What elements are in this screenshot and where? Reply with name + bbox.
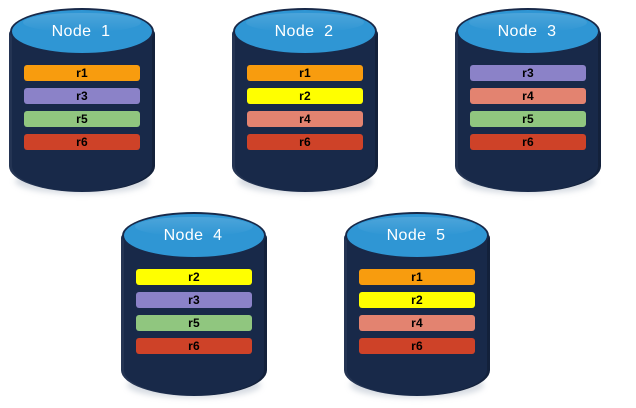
replica-bar[interactable]: r4 xyxy=(359,315,475,331)
replica-stack: r1 r3 r5 r6 xyxy=(24,65,140,150)
node-4[interactable]: Node 4 r2 r3 r5 r6 xyxy=(121,212,267,398)
replica-label: r3 xyxy=(188,293,200,307)
replica-bar[interactable]: r2 xyxy=(247,88,363,104)
replica-bar[interactable]: r1 xyxy=(247,65,363,81)
replica-stack: r2 r3 r5 r6 xyxy=(136,269,252,354)
replica-bar[interactable]: r5 xyxy=(470,111,586,127)
node-1[interactable]: Node 1 r1 r3 r5 r6 xyxy=(9,8,155,194)
cylinder-top-ellipse xyxy=(233,8,377,55)
cylinder-top-ellipse xyxy=(456,8,600,55)
node-label: Node 1 xyxy=(51,22,111,40)
replica-label: r6 xyxy=(76,135,88,149)
node-2[interactable]: Node 2 r1 r2 r4 r6 xyxy=(232,8,378,194)
replica-label: r3 xyxy=(76,89,88,103)
replica-bar[interactable]: r4 xyxy=(247,111,363,127)
replica-label: r5 xyxy=(522,112,534,126)
node-5[interactable]: Node 5 r1 r2 r4 r6 xyxy=(344,212,490,398)
replica-bar[interactable]: r6 xyxy=(24,134,140,150)
replica-stack: r1 r2 r4 r6 xyxy=(359,269,475,354)
replica-stack: r3 r4 r5 r6 xyxy=(470,65,586,150)
replica-stack: r1 r2 r4 r6 xyxy=(247,65,363,150)
replica-label: r1 xyxy=(76,66,88,80)
replica-bar[interactable]: r3 xyxy=(470,65,586,81)
node-label: Node 3 xyxy=(497,22,557,40)
replica-bar[interactable]: r5 xyxy=(136,315,252,331)
replica-label: r2 xyxy=(411,293,423,307)
cylinder-top-ellipse xyxy=(122,212,266,259)
replica-bar[interactable]: r5 xyxy=(24,111,140,127)
replica-label: r6 xyxy=(299,135,311,149)
replica-bar[interactable]: r6 xyxy=(136,338,252,354)
replica-label: r5 xyxy=(188,316,200,330)
node-label: Node 4 xyxy=(163,226,223,244)
replica-label: r6 xyxy=(522,135,534,149)
replica-bar[interactable]: r3 xyxy=(136,292,252,308)
replica-label: r3 xyxy=(522,66,534,80)
replica-bar[interactable]: r1 xyxy=(359,269,475,285)
replica-label: r4 xyxy=(299,112,311,126)
replica-bar[interactable]: r2 xyxy=(359,292,475,308)
replica-label: r4 xyxy=(522,89,534,103)
replica-bar[interactable]: r6 xyxy=(359,338,475,354)
node-3[interactable]: Node 3 r3 r4 r5 r6 xyxy=(455,8,601,194)
replica-label: r2 xyxy=(299,89,311,103)
replica-label: r6 xyxy=(411,339,423,353)
replica-bar[interactable]: r2 xyxy=(136,269,252,285)
replica-bar[interactable]: r6 xyxy=(470,134,586,150)
replica-label: r1 xyxy=(299,66,311,80)
replica-label: r5 xyxy=(76,112,88,126)
cylinder-top-ellipse xyxy=(10,8,154,55)
replica-bar[interactable]: r4 xyxy=(470,88,586,104)
replica-label: r1 xyxy=(411,270,423,284)
node-label: Node 2 xyxy=(274,22,334,40)
replica-label: r2 xyxy=(188,270,200,284)
replica-bar[interactable]: r6 xyxy=(247,134,363,150)
replica-bar[interactable]: r1 xyxy=(24,65,140,81)
node-label: Node 5 xyxy=(386,226,446,244)
replica-label: r6 xyxy=(188,339,200,353)
replica-label: r4 xyxy=(411,316,423,330)
replica-bar[interactable]: r3 xyxy=(24,88,140,104)
cylinder-top-ellipse xyxy=(345,212,489,259)
